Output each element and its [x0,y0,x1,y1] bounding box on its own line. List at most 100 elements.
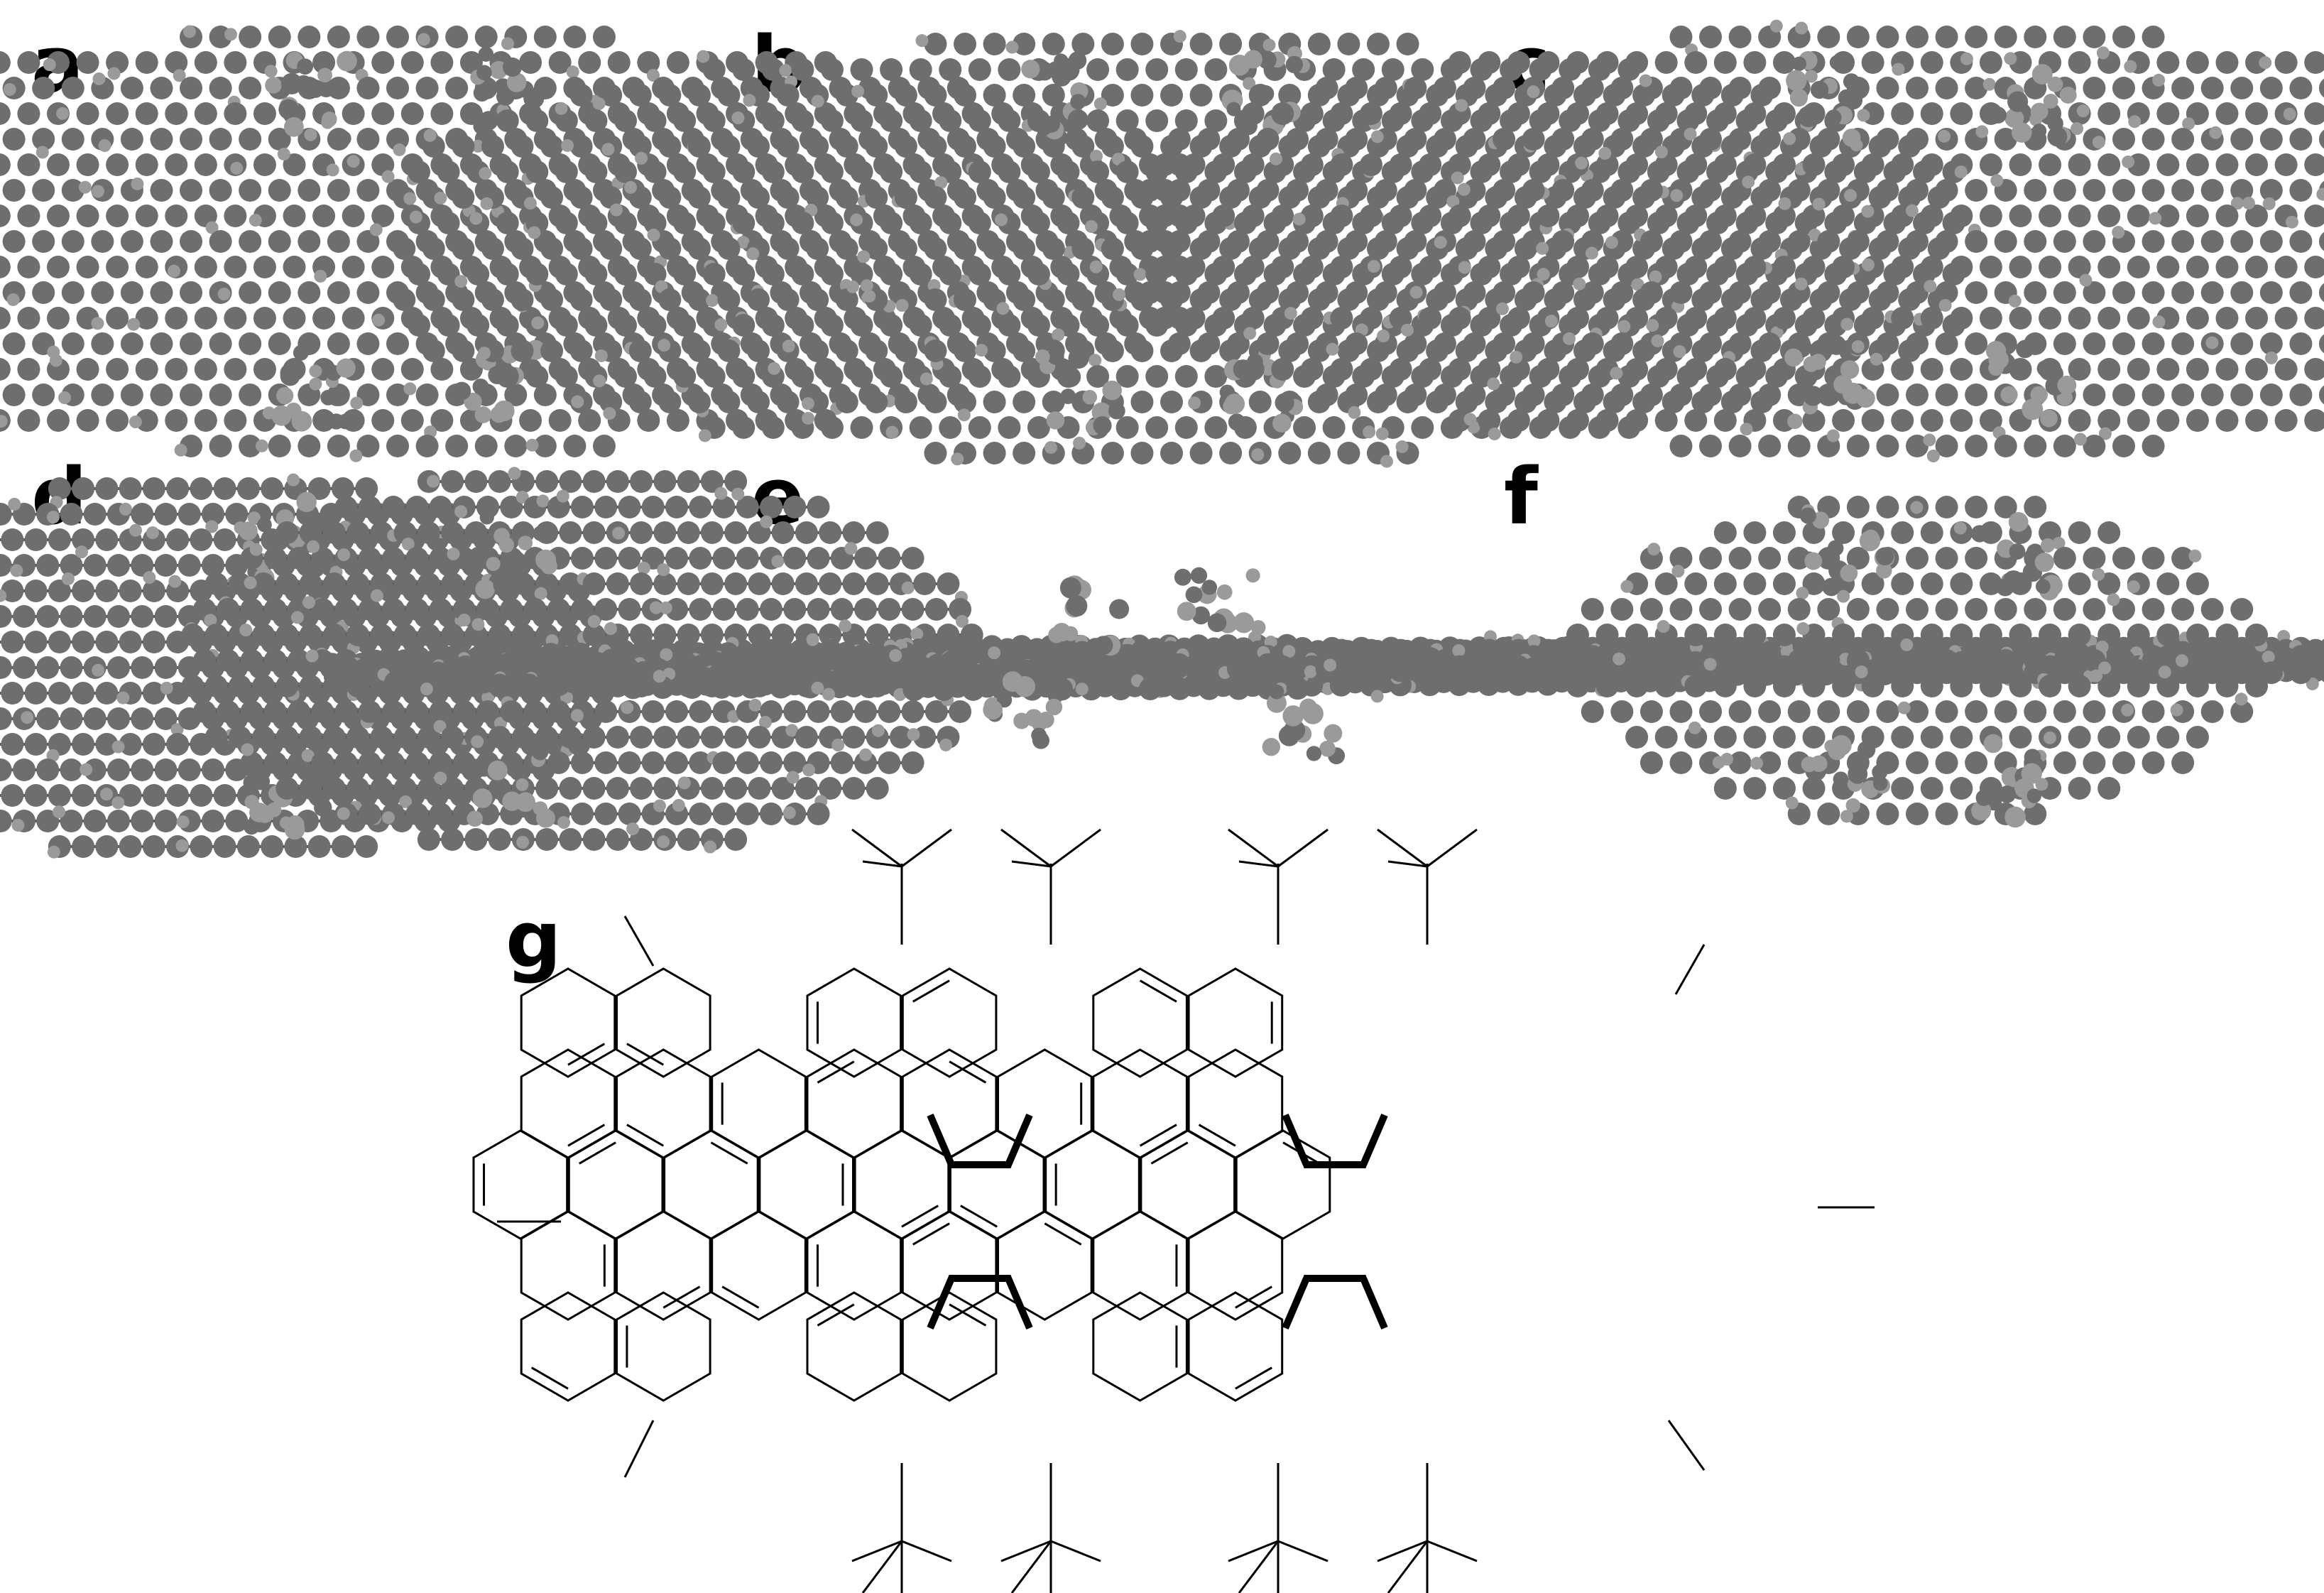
carbon-atom [1013,84,1036,107]
carbon-atom [1935,332,1958,355]
carbon-atom [1345,281,1368,304]
carbon-atom [2304,307,2324,330]
carbon-atom [213,477,236,500]
carbon-atom [748,777,771,800]
carbon-atom [618,598,641,621]
carbon-atom [687,84,711,107]
tert-butyl-atom [265,77,282,94]
carbon-atom [464,828,488,851]
carbon-atom [1219,442,1243,464]
carbon-atom [371,102,395,125]
carbon-atom [107,605,130,628]
carbon-atom [1359,307,1382,330]
carbon-atom [1115,161,1139,183]
tert-butyl-atom [2047,76,2063,92]
carbon-atom [1419,205,1442,227]
carbon-atom [618,803,641,825]
hydrogen-atom [1380,455,1393,468]
carbon-atom [1713,358,1737,381]
carbon-atom [381,547,405,570]
hydrogen-atom [501,37,514,50]
carbon-atom [547,700,570,723]
carbon-atom [1286,128,1309,151]
carbon-atom [240,649,263,672]
carbon-atom [165,153,188,176]
carbon-atom [194,51,217,74]
carbon-atom [1610,179,1634,202]
hydrogen-atom [2152,73,2166,87]
tert-butyl-atom [496,87,515,106]
hydrogen-atom [304,128,317,141]
hydrogen-atom [779,64,792,77]
hydrogen-atom [951,452,964,466]
carbon-atom [1743,358,1767,381]
carbon-atom [1876,26,1899,48]
carbon-atom [1522,332,1545,355]
carbon-atom [154,605,178,628]
carbon-atom [736,803,759,825]
carbon-atom [850,365,873,388]
carbon-atom [783,700,807,723]
carbon-atom [571,803,594,825]
carbon-atom [32,179,55,202]
carbon-atom [736,598,759,621]
carbon-atom [268,230,291,253]
tert-butyl-atom [472,788,493,808]
carbon-atom [1551,230,1575,253]
carbon-atom [700,572,724,595]
carbon-atom [150,77,173,99]
carbon-atom [204,675,228,697]
carbon-atom [1965,281,1988,304]
hydrogen-atom [417,33,430,46]
carbon-atom [452,237,475,260]
carbon-atom [236,835,260,858]
carbon-atom [1448,205,1471,227]
hydrogen-atom [309,377,322,391]
hydrogen-atom [714,486,728,500]
carbon-atom [496,212,519,234]
carbon-atom [677,470,700,493]
hydrogen-atom [427,474,440,488]
hydrogen-atom [176,815,190,829]
carbon-atom [563,435,587,457]
carbon-atom [1404,128,1427,151]
carbon-atom [154,759,178,781]
carbon-atom [1610,77,1634,99]
carbon-atom [311,700,334,723]
carbon-atom [968,263,991,286]
carbon-atom [1138,230,1162,253]
carbon-atom [452,186,475,209]
carbon-atom [1772,51,1796,74]
carbon-atom [795,777,818,800]
carbon-atom [2304,205,2324,227]
carbon-atom [806,288,829,311]
carbon-atom [2068,307,2091,330]
tert-butyl-atom [502,791,522,811]
carbon-atom [224,358,247,381]
carbon-atom [0,656,12,679]
carbon-atom [393,237,416,260]
carbon-atom [1846,230,1870,253]
hydrogen-atom [907,728,920,741]
carbon-atom [437,263,460,286]
carbon-atom [1013,288,1036,311]
carbon-atom [0,554,12,577]
carbon-atom [1478,409,1501,432]
carbon-atom [1307,442,1331,464]
carbon-atom [1322,416,1346,439]
panel-label-g: g [506,894,562,985]
carbon-atom [1448,153,1471,176]
carbon-atom [1174,58,1198,81]
carbon-atom [2289,128,2313,151]
hydrogen-atom [1052,328,1065,342]
carbon-atom [702,212,726,234]
carbon-atom [835,391,858,413]
carbon-atom [1145,365,1169,388]
carbon-atom [2068,205,2091,227]
carbon-atom [1027,416,1050,439]
hydrogen-atom [224,28,238,41]
carbon-atom [253,358,276,381]
carbon-atom [209,77,232,99]
carbon-atom [60,759,83,781]
carbon-atom [783,598,807,621]
